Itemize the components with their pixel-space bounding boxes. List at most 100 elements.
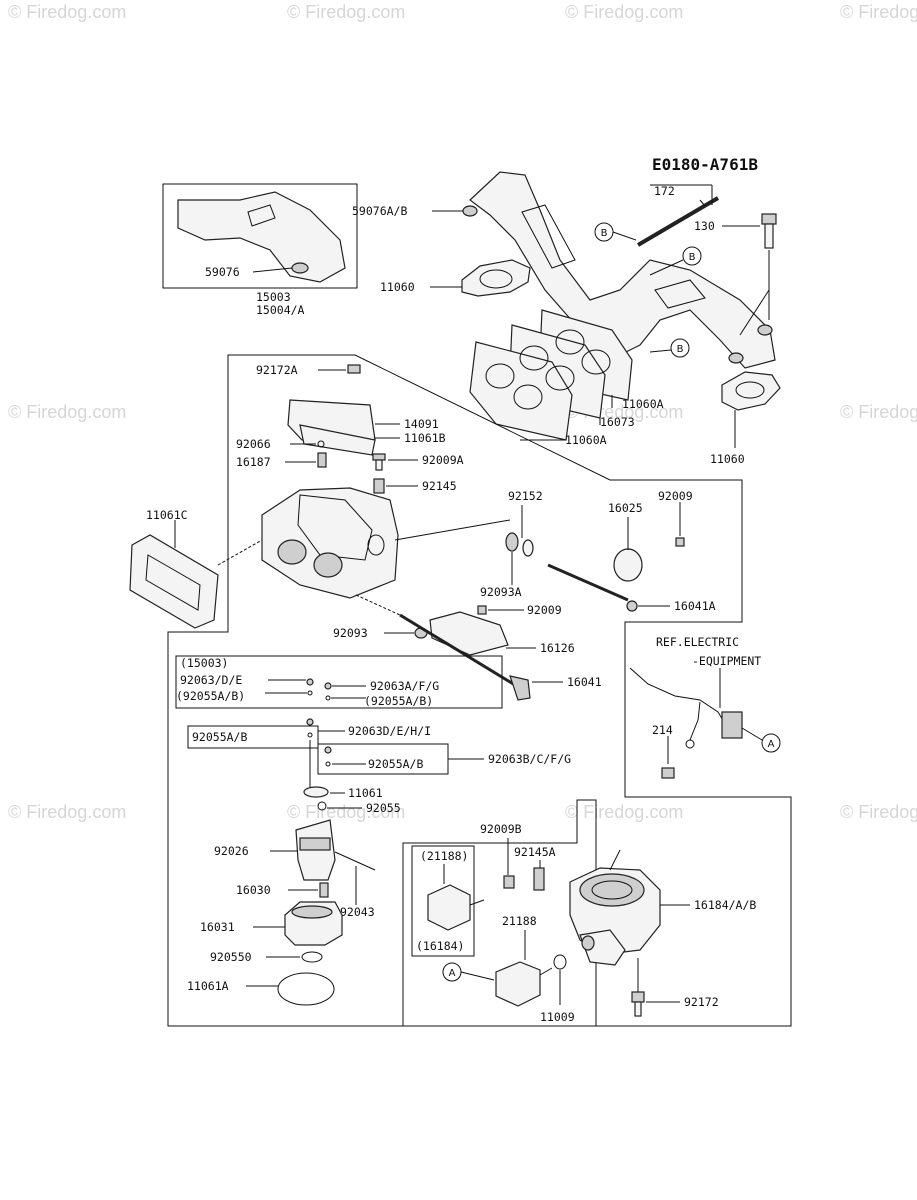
- manifold-hole: [462, 205, 478, 217]
- bore: [581, 349, 611, 375]
- manifold-hole: [728, 352, 744, 364]
- throttle-lever: [509, 675, 531, 701]
- intake-manifold: [469, 171, 776, 369]
- label-11060A-1: 11060A: [622, 397, 664, 411]
- leader: [609, 849, 621, 871]
- label-92172A: 92172A: [256, 363, 298, 377]
- float-top: [291, 905, 333, 919]
- callout-b-2-text: B: [689, 252, 696, 263]
- label-214: 214: [652, 723, 673, 737]
- label-16184AB: 16184/A/B: [694, 898, 756, 912]
- leader: [460, 971, 495, 981]
- label-92043: 92043: [340, 905, 375, 919]
- label-11060b: 11060: [710, 452, 745, 466]
- carburetor-port: [367, 534, 385, 556]
- carburetor-bore: [277, 539, 307, 565]
- needle-16030: [319, 882, 329, 898]
- throttle-shaft-16041: [399, 613, 516, 687]
- label-92055AB: 92055A/B: [192, 730, 247, 744]
- bore: [485, 363, 515, 389]
- bore: [555, 329, 585, 355]
- jet: [324, 746, 332, 754]
- label-92055: 92055: [366, 801, 401, 815]
- watermark: © Firedog.com: [840, 402, 917, 422]
- solenoid-inset-frame: [402, 799, 597, 1027]
- label-16041: 16041: [567, 675, 602, 689]
- label-130: 130: [694, 219, 715, 233]
- bore: [519, 345, 549, 371]
- callout-b-1-text: B: [601, 228, 608, 239]
- label-16031: 16031: [200, 920, 235, 934]
- ring-92066: [317, 440, 325, 448]
- label-92093: 92093: [333, 626, 368, 640]
- label-15003: 15003: [256, 290, 291, 304]
- plate-11060A-front: [469, 341, 573, 441]
- carburetor-body-detail: [297, 494, 373, 561]
- gasket-hole: [735, 381, 765, 399]
- jet: [324, 682, 332, 690]
- ring-11009: [553, 954, 567, 970]
- fuel-housing-top: [579, 873, 645, 907]
- intake-elbow-small: [177, 191, 346, 283]
- label-16184p: (16184): [416, 939, 464, 953]
- pin-92043: [334, 851, 376, 871]
- label-59076AB: 59076A/B: [352, 204, 407, 218]
- leader: [699, 199, 706, 207]
- solenoid-band: [299, 837, 331, 851]
- gasket-11061B: [299, 424, 376, 456]
- callout-b-3-text: B: [677, 344, 684, 355]
- manifold-slot-2: [654, 279, 706, 309]
- bore: [545, 365, 575, 391]
- gasket-11061: [303, 786, 329, 798]
- ground-terminal: [685, 739, 695, 749]
- label-11061: 11061: [348, 786, 383, 800]
- label-92066: 92066: [236, 437, 271, 451]
- flange-hole: [291, 262, 309, 274]
- callout-a-2-text: A: [449, 968, 456, 979]
- fuel-housing-port: [581, 935, 595, 951]
- spring-92145A: [533, 867, 545, 891]
- label-92152: 92152: [508, 489, 543, 503]
- label-92026: 92026: [214, 844, 249, 858]
- label-92055AB-2: 92055A/B: [368, 757, 423, 771]
- ref-electric-line2: -EQUIPMENT: [692, 654, 761, 668]
- intake-elbow-slot: [247, 204, 276, 227]
- jet-ring: [307, 732, 313, 738]
- manifold-hole: [757, 324, 773, 336]
- ground-wire: [689, 701, 701, 741]
- solenoid-inset-box: [411, 845, 475, 957]
- seal-92152: [522, 539, 534, 557]
- label-92063DE: 92063/D/E: [180, 673, 242, 687]
- bore: [513, 384, 543, 410]
- callout-a-1: [761, 733, 781, 753]
- leader: [739, 289, 770, 336]
- gasket-hole: [479, 269, 513, 289]
- label-920550: 920550: [210, 950, 252, 964]
- jet: [306, 678, 314, 686]
- carburetor-bore: [313, 552, 343, 578]
- gasket-11061C: [129, 534, 219, 629]
- label-92009b: 92009: [527, 603, 562, 617]
- screw-214: [661, 767, 675, 779]
- label-92145A: 92145A: [514, 845, 556, 859]
- seal-92093A: [505, 532, 519, 552]
- label-16030: 16030: [236, 883, 271, 897]
- jet: [306, 718, 314, 726]
- label-16025: 16025: [608, 501, 643, 515]
- watermark: © Firedog.com: [287, 802, 406, 822]
- watermark: © Firedog.com: [8, 402, 127, 422]
- leader: [355, 594, 401, 616]
- label-11060a: 11060: [380, 280, 415, 294]
- label-14091: 14091: [404, 417, 439, 431]
- screw-92009A: [372, 453, 386, 461]
- leader: [217, 539, 263, 566]
- spring-92145: [373, 478, 385, 494]
- gasket-hole: [145, 554, 201, 611]
- watermark: © Firedog.com: [840, 802, 917, 822]
- label-11061A: 11061A: [187, 979, 229, 993]
- label-92009: 92009: [658, 489, 693, 503]
- label-15003p: (15003): [180, 656, 228, 670]
- manifold-slot: [521, 204, 576, 269]
